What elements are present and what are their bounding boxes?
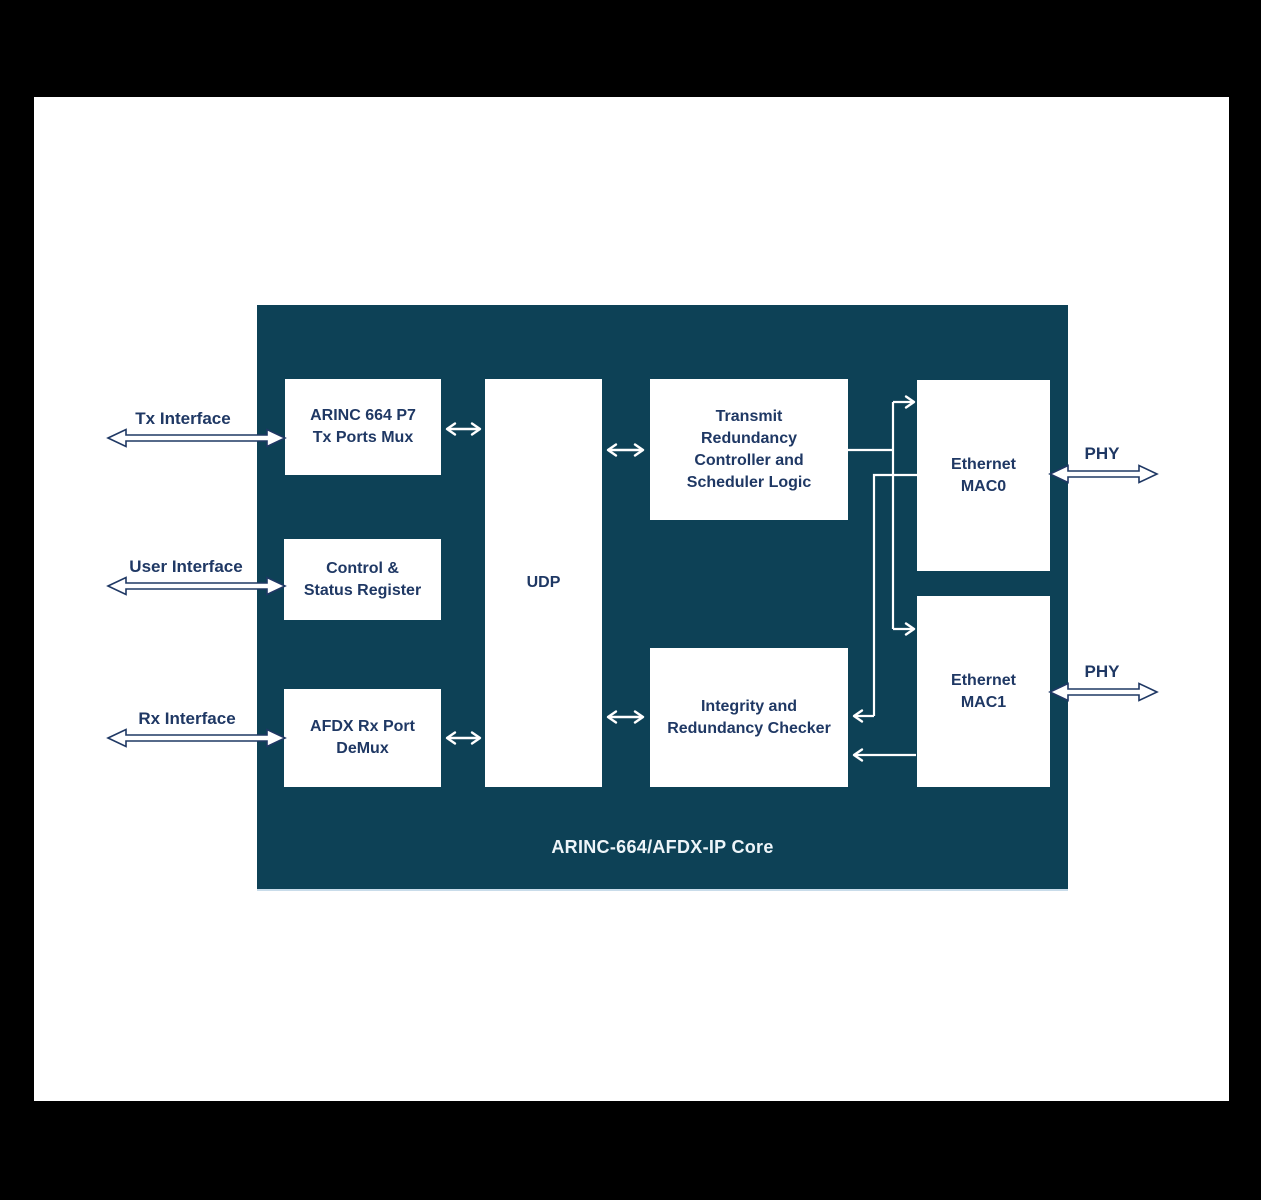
tx-interface-label: Tx Interface	[135, 409, 231, 428]
block-afdx-rx-port-demux: AFDX Rx Port DeMux	[284, 689, 441, 787]
block-ethernet-mac1: Ethernet MAC1	[917, 596, 1050, 787]
phy1-label: PHY	[1084, 662, 1120, 681]
block-udp: UDP	[485, 379, 602, 787]
block-ethernet-mac0: Ethernet MAC0	[917, 380, 1050, 571]
block-control-status-register: Control & Status Register	[284, 539, 441, 620]
block-transmit-redundancy-controller: Transmit Redundancy Controller and Sched…	[650, 379, 848, 520]
phy0-label: PHY	[1084, 444, 1120, 463]
user-interface-label: User Interface	[129, 557, 243, 576]
block-arinc664-tx-ports-mux: ARINC 664 P7 Tx Ports Mux	[285, 379, 441, 475]
block-integrity-redundancy-checker: Integrity and Redundancy Checker	[650, 648, 848, 787]
rx-interface-label: Rx Interface	[138, 709, 236, 728]
core-title: ARINC-664/AFDX-IP Core	[551, 837, 774, 857]
